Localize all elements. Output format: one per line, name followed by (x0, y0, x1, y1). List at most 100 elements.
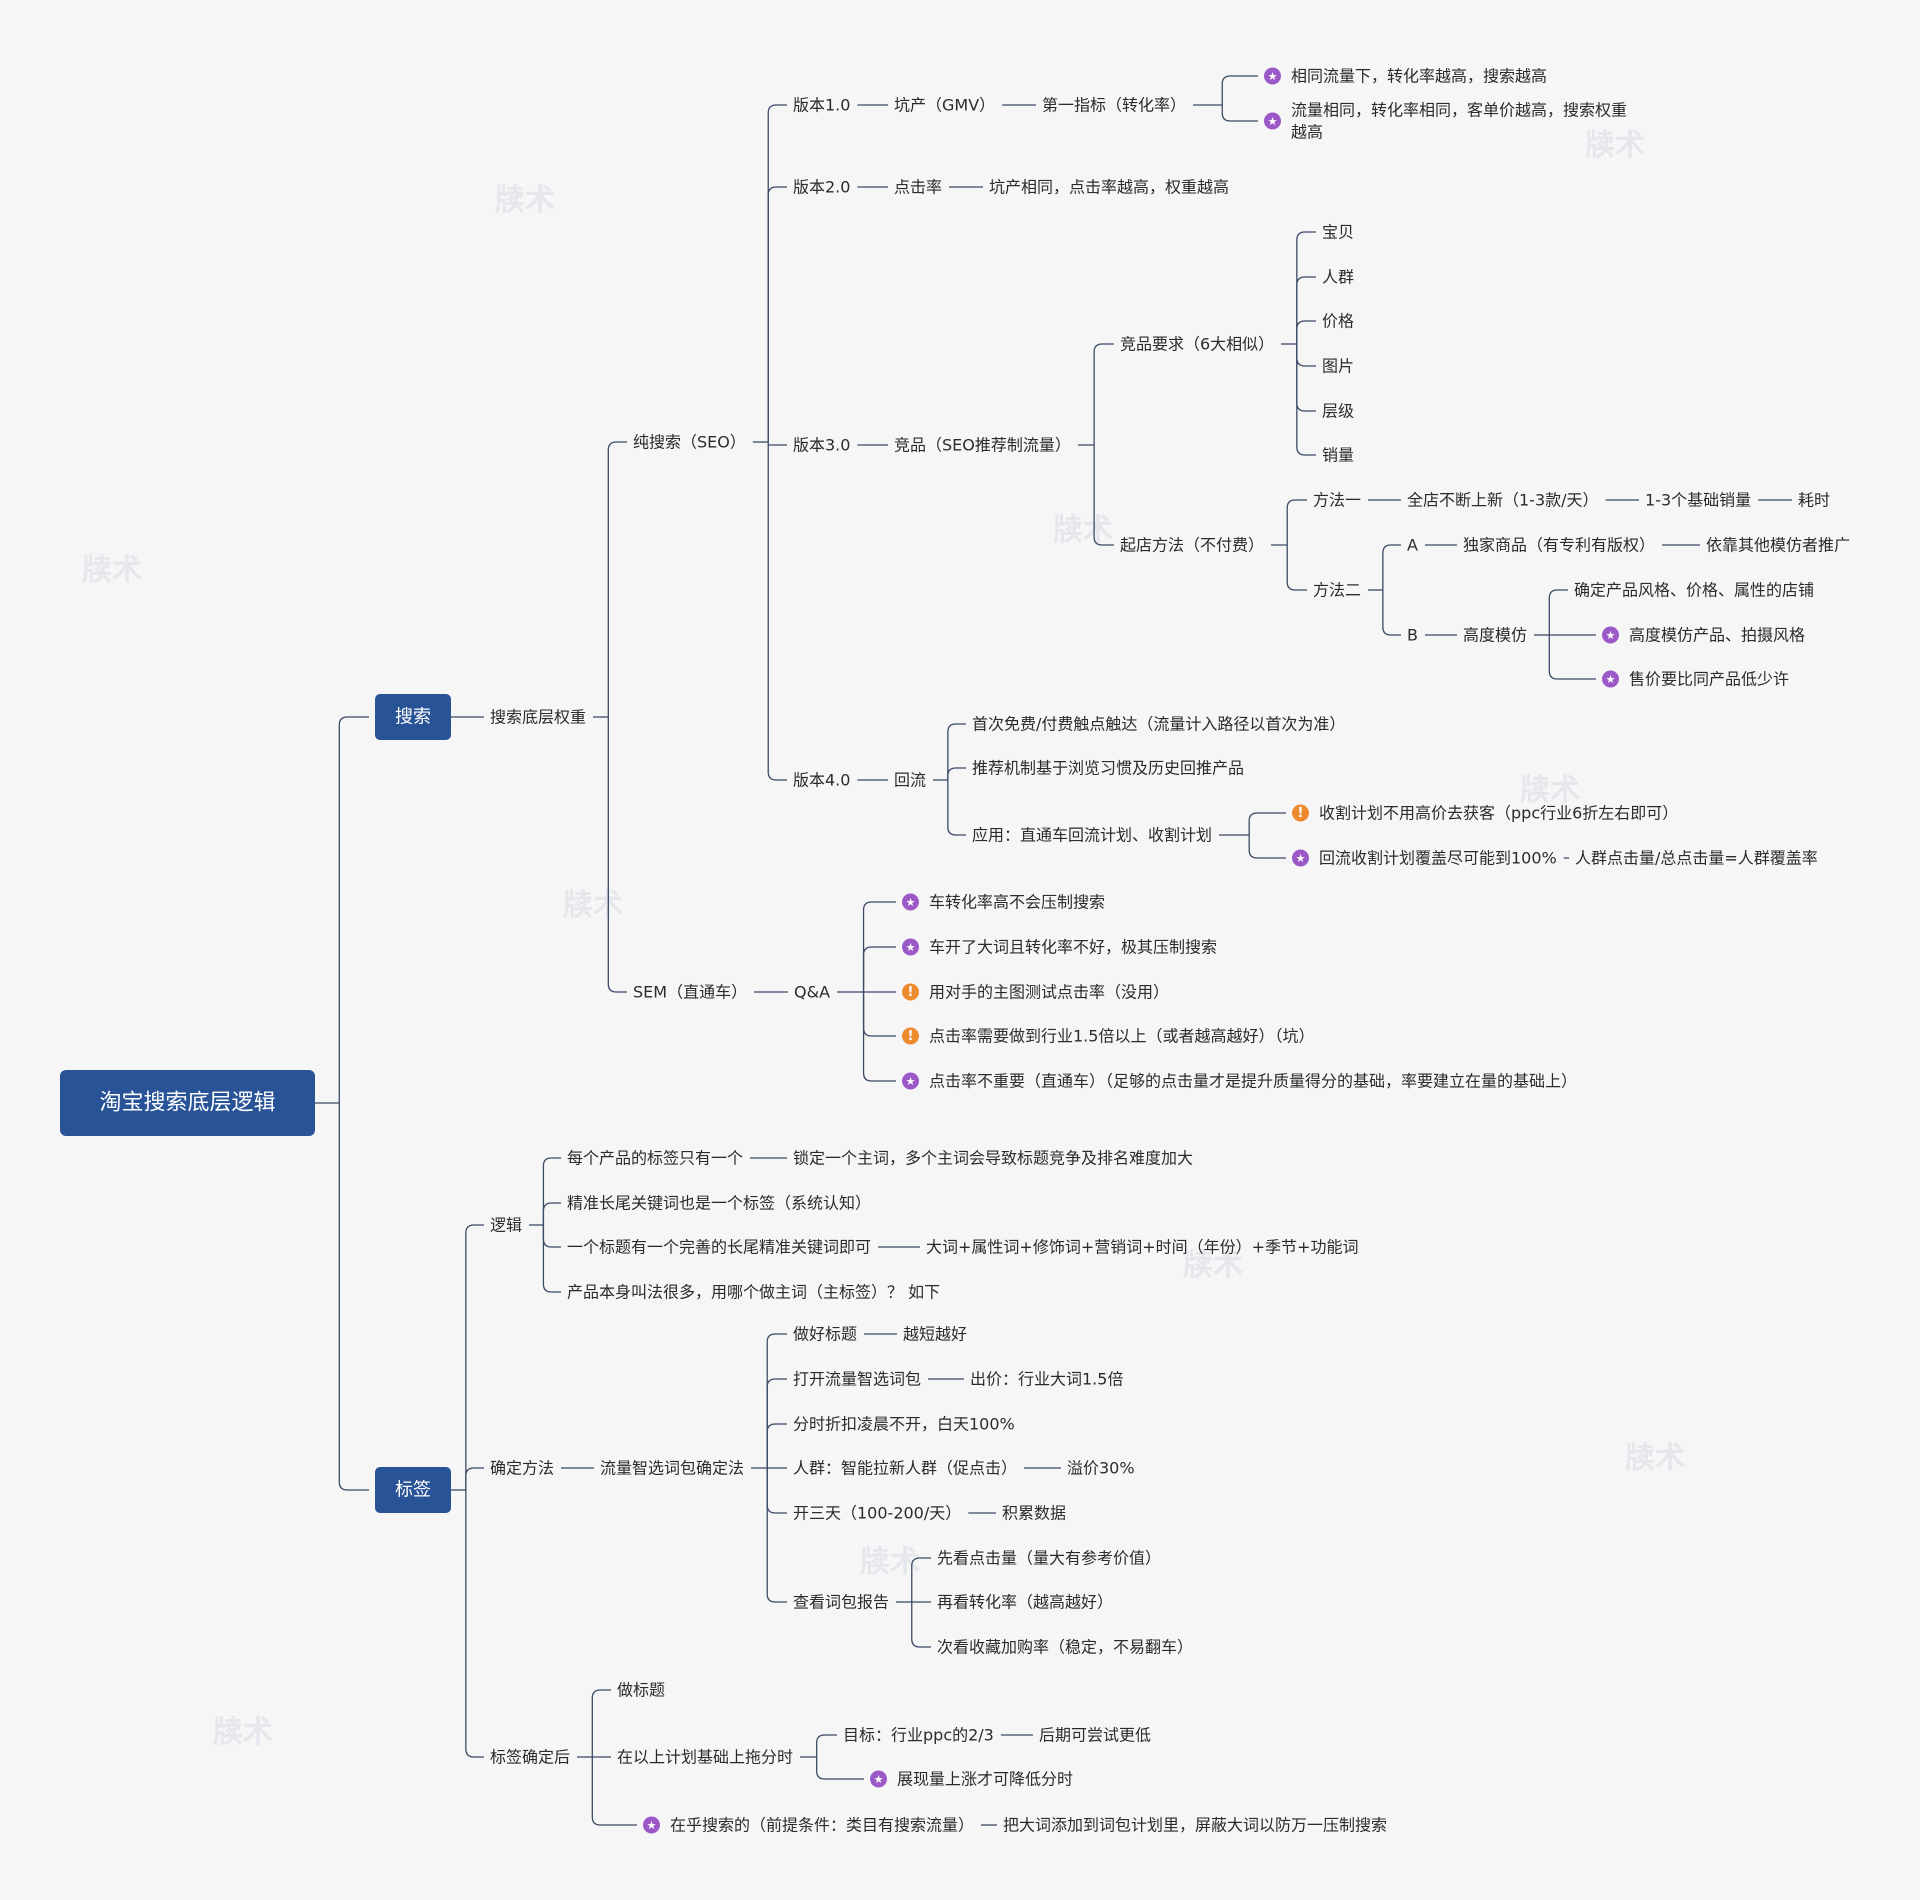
svg-text:★: ★ (874, 1773, 884, 1786)
topic-v4[interactable]: 版本4.0 (793, 771, 850, 790)
topic-v2a[interactable]: 点击率 (894, 178, 942, 197)
topic-mB3[interactable]: 售价要比同产品低少许 (1629, 670, 1789, 689)
topic-mB[interactable]: B (1407, 626, 1418, 645)
topic-l1[interactable]: 每个产品的标签只有一个 (567, 1149, 743, 1168)
watermark: 牍术 (213, 1715, 273, 1750)
topic-qa[interactable]: Q&A (794, 983, 830, 1002)
topic-c3[interactable]: 价格 (1322, 312, 1354, 331)
topic-q2[interactable]: 车开了大词且转化率不好，极其压制搜索 (929, 938, 1217, 957)
topic-l3[interactable]: 一个标题有一个完善的长尾精准关键词即可 (567, 1238, 871, 1257)
topic-a3[interactable]: 在乎搜索的（前提条件：类目有搜索流量） (670, 1816, 974, 1835)
topic-mBa[interactable]: 高度模仿 (1463, 626, 1527, 645)
topic-f6a[interactable]: 先看点击量（量大有参考价值） (937, 1549, 1161, 1568)
topic-f2a[interactable]: 出价：行业大词1.5倍 (970, 1370, 1123, 1389)
topic-r3a[interactable]: 收割计划不用高价去获客（ppc行业6折左右即可） (1319, 804, 1678, 823)
topic-mAb[interactable]: 依靠其他模仿者推广 (1706, 536, 1850, 555)
topic-a2a[interactable]: 目标：行业ppc的2/3 (843, 1726, 994, 1745)
topic-a2b[interactable]: 展现量上涨才可降低分时 (897, 1770, 1073, 1789)
topic-m1b[interactable]: 1-3个基础销量 (1645, 491, 1751, 510)
topic-f6b[interactable]: 再看转化率（越高越好） (937, 1593, 1113, 1612)
topic-f6[interactable]: 查看词包报告 (793, 1593, 889, 1612)
main-topic-search[interactable]: 搜索 (375, 694, 451, 740)
topic-c1[interactable]: 宝贝 (1322, 223, 1354, 242)
svg-text:★: ★ (1296, 852, 1306, 865)
topic-q3[interactable]: 用对手的主图测试点击率（没用） (929, 983, 1169, 1002)
topic-after[interactable]: 标签确定后 (490, 1748, 570, 1767)
connector (1548, 635, 1596, 680)
topic-f5[interactable]: 开三天（100-200/天） (793, 1504, 961, 1523)
topic-m2[interactable]: 方法二 (1313, 581, 1361, 600)
topic-search_w[interactable]: 搜索底层权重 (490, 708, 586, 727)
topic-q5[interactable]: 点击率不重要（直通车）（足够的点击量才是提升质量得分的基础，率要建立在量的基础上… (929, 1072, 1577, 1091)
connector (766, 1378, 787, 1468)
topic-r3c[interactable]: 人群点击量/总点击量=人群覆盖率 (1575, 849, 1818, 868)
topic-a2c[interactable]: 后期可尝试更低 (1039, 1726, 1151, 1745)
topic-m1[interactable]: 方法一 (1313, 491, 1361, 510)
topic-mAa[interactable]: 独家商品（有专利有版权） (1463, 536, 1655, 555)
main-topic-tag[interactable]: 标签 (375, 1467, 451, 1513)
connector (767, 104, 787, 442)
topic-v4a[interactable]: 回流 (894, 771, 926, 790)
topic-logic[interactable]: 逻辑 (490, 1216, 522, 1235)
topic-sem[interactable]: SEM（直通车） (633, 983, 747, 1002)
connector (1248, 835, 1286, 859)
topic-q4[interactable]: 点击率需要做到行业1.5倍以上（或者越高越好）（坑） (929, 1027, 1314, 1046)
topic-a3a[interactable]: 把大词添加到词包计划里，屏蔽大词以防万一压制搜索 (1003, 1816, 1387, 1835)
topic-v2b[interactable]: 坑产相同，点击率越高，权重越高 (989, 178, 1229, 197)
connector (766, 1468, 787, 1603)
watermarks: 牍术 牍术 牍术 牍术 牍术 牍术 牍术 牍术 牍术 牍术 (82, 128, 1685, 1750)
topic-v2[interactable]: 版本2.0 (793, 178, 850, 197)
topic-seo[interactable]: 纯搜索（SEO） (633, 433, 746, 452)
watermark: 牍术 (82, 553, 142, 588)
topic-f1a[interactable]: 越短越好 (903, 1325, 967, 1344)
warning-icon: ! (1292, 804, 1309, 822)
topic-f4a[interactable]: 溢价30% (1067, 1459, 1135, 1478)
root-topic[interactable]: 淘宝搜索底层逻辑 (60, 1070, 315, 1136)
topic-c6[interactable]: 销量 (1322, 446, 1354, 465)
connector (1296, 344, 1316, 412)
topic-m1c[interactable]: 耗时 (1798, 491, 1830, 510)
topic-r3b[interactable]: 回流收割计划覆盖尽可能到100% (1319, 849, 1557, 868)
topic-c5[interactable]: 层级 (1322, 402, 1354, 421)
star-icon: ★ (1292, 849, 1309, 867)
topic-mB1[interactable]: 确定产品风格、价格、属性的店铺 (1574, 581, 1814, 600)
topic-l4[interactable]: 产品本身叫法很多，用哪个做主词（主标签）？ 如下 (567, 1283, 940, 1302)
topic-c2[interactable]: 人群 (1322, 268, 1354, 287)
topic-a2[interactable]: 在以上计划基础上拖分时 (617, 1748, 793, 1767)
topic-l3a[interactable]: 大词+属性词+修饰词+营销词+时间（年份）+季节+功能词 (926, 1238, 1358, 1257)
topic-r2[interactable]: 推荐机制基于浏览习惯及历史回推产品 (972, 759, 1244, 778)
topic-f2[interactable]: 打开流量智选词包 (793, 1370, 921, 1389)
connector (1286, 545, 1307, 591)
connector (911, 1602, 931, 1648)
topic-mA[interactable]: A (1407, 536, 1418, 555)
topic-r3[interactable]: 应用：直通车回流计划、收割计划 (972, 826, 1212, 845)
topic-f3[interactable]: 分时折扣凌晨不开，白天100% (793, 1415, 1015, 1434)
topic-c4[interactable]: 图片 (1322, 357, 1354, 376)
topic-r1[interactable]: 首次免费/付费触点触达（流量计入路径以首次为准） (972, 715, 1345, 734)
topic-start[interactable]: 起店方法（不付费） (1120, 536, 1264, 555)
topic-l1a[interactable]: 锁定一个主词，多个主词会导致标题竞争及排名难度加大 (793, 1149, 1193, 1168)
topic-q1[interactable]: 车转化率高不会压制搜索 (929, 893, 1105, 912)
topic-v1c1[interactable]: 相同流量下，转化率越高，搜索越高 (1291, 67, 1547, 86)
topic-l2[interactable]: 精准长尾关键词也是一个标签（系统认知） (567, 1194, 871, 1213)
topic-v1[interactable]: 版本1.0 (793, 96, 850, 115)
topic-a1[interactable]: 做标题 (617, 1681, 665, 1700)
topic-f1[interactable]: 做好标题 (793, 1325, 857, 1344)
topic-f6c[interactable]: 次看收藏加购率（稳定，不易翻车） (937, 1638, 1193, 1657)
topic-v1b[interactable]: 第一指标（转化率） (1042, 96, 1186, 115)
topic-v3[interactable]: 版本3.0 (793, 436, 850, 455)
topic-m1a[interactable]: 全店不断上新（1-3款/天） (1407, 491, 1599, 510)
connector (1221, 75, 1258, 105)
topic-v1a[interactable]: 坑产（GMV） (894, 96, 995, 115)
topic-method[interactable]: 确定方法 (490, 1459, 554, 1478)
topic-mB2[interactable]: 高度模仿产品、拍摄风格 (1629, 626, 1805, 645)
star-icon: ★ (1264, 112, 1281, 130)
topic-f5a[interactable]: 积累数据 (1002, 1504, 1066, 1523)
topic-v1c2[interactable]: 流量相同，转化率相同，客单价越高，搜索权重 (1291, 101, 1627, 120)
star-icon: ★ (870, 1770, 887, 1788)
topic-v3a[interactable]: 竞品（SEO推荐制流量） (894, 436, 1071, 455)
topic-comp[interactable]: 竞品要求（6大相似） (1120, 335, 1274, 354)
watermark: 牍术 (1520, 773, 1580, 808)
topic-f4[interactable]: 人群：智能拉新人群（促点击） (793, 1459, 1017, 1478)
topic-flow[interactable]: 流量智选词包确定法 (600, 1459, 744, 1478)
